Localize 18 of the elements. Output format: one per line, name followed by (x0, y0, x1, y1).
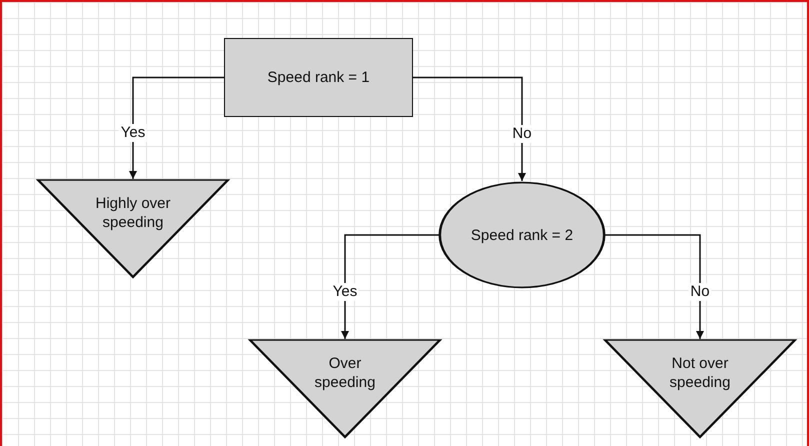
node-label: Not over speeding (668, 354, 732, 392)
arrow (129, 76, 224, 179)
edge-label: No (688, 282, 712, 300)
arrow (413, 76, 526, 181)
edge-label: Yes (330, 282, 360, 300)
node-label: Speed rank = 1 (267, 68, 370, 87)
outcome-triangle (250, 340, 440, 437)
outcome-triangle (38, 180, 228, 277)
arrow (605, 234, 704, 339)
node-label: Over speeding (314, 354, 376, 392)
node-label: Speed rank = 2 (470, 226, 574, 244)
edge-label: No (510, 124, 534, 143)
edge-label: Yes (118, 124, 148, 142)
arrow (341, 234, 439, 339)
node-label: Highly over speeding (94, 194, 172, 232)
outcome-triangle (605, 340, 795, 437)
decision-box (224, 38, 413, 117)
decision-ellipse (439, 182, 605, 288)
